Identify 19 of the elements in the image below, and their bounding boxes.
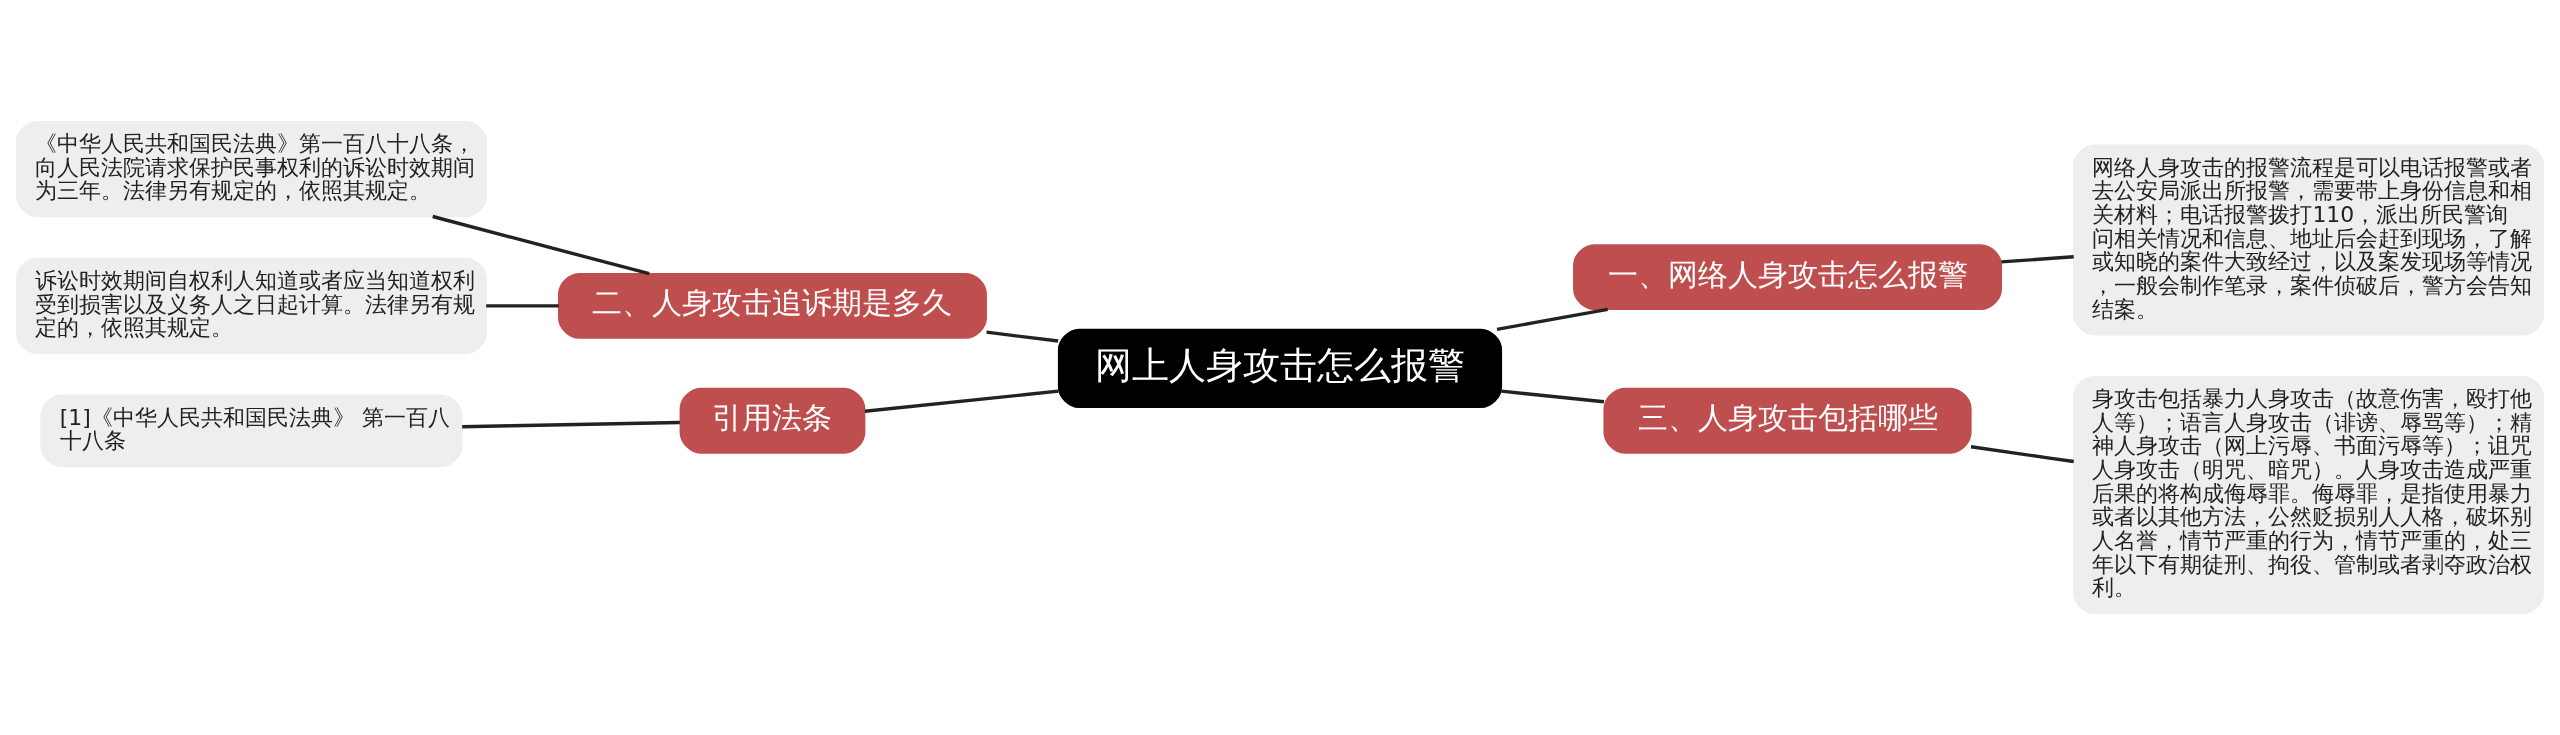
connector [432,214,650,276]
connector [986,330,1059,343]
connector [1501,389,1605,404]
node-box: 二、人身攻击追诉期是多久 [557,272,987,339]
node-box: 网上人身攻击怎么报警 [1057,328,1503,409]
node-box: 引用法条 [679,387,866,454]
node-box: [1]《中华人民共和国民法典》 第一百八十八条 [40,394,463,468]
connector [1496,307,1609,332]
connector [1970,445,2074,464]
connector [2001,255,2074,264]
node-box: 《中华人民共和国民法典》第一百八十八条，向人民法院请求保护民事权利的诉讼时效期间为三年。法律另有规定的，依照其规定。 [15,120,488,218]
node-box: 三、人身攻击包括哪些 [1603,387,1972,454]
node-box: 诉讼时效期间自权利人知道或者应当知道权利受到损害以及义务人之日起计算。法律另有规定的，依照其规定。 [15,257,488,354]
connector [864,389,1059,413]
node-box: 身攻击包括暴力人身攻击（故意伤害，殴打他人等）；语言人身攻击（诽谤、辱骂等）；精神人身攻击（网上污辱、书面污辱等）；诅咒人身攻击（明咒、暗咒）。人身攻击造成严重后果的将构成侮辱罪。侮辱罪，是指使用暴力或者以其他方法，公然贬损别人人格，破坏别人名誉，情节严重的行为，情节严重的，处三年以下有期徒刑、拘役、管制或者剥夺政治权利。 [2072,375,2545,615]
node-box: 网络人身攻击的报警流程是可以电话报警或者去公安局派出所报警，需要带上身份信息和相关材料；电话报警拨打110，派出所民警询问相关情况和信息、地址后会赶到现场，了解或知晓的案件大致经过，以及案发现场等情况，一般会制作笔录，案件侦破后，警方会告知结案。 [2072,144,2545,336]
node-box: 一、网络人身攻击怎么报警 [1573,244,2003,311]
connector [486,304,559,308]
connector [462,420,680,429]
